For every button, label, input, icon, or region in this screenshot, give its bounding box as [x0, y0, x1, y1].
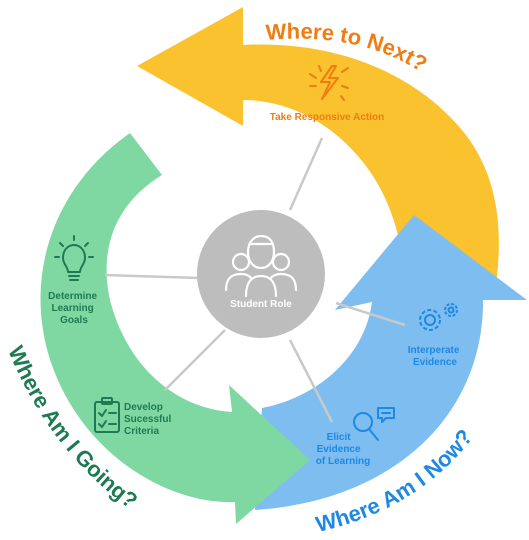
- spoke-interpret: [335, 301, 406, 327]
- spoke-goals: [104, 273, 201, 280]
- green-arrow-going: [40, 133, 311, 524]
- spokes: [104, 137, 406, 423]
- blue-arrow-now: [255, 215, 527, 510]
- magnifier-chat-icon: [353, 407, 395, 441]
- spoke-elicit: [288, 339, 334, 423]
- yellow-arrow-next: [137, 7, 499, 285]
- spoke-action: [288, 137, 324, 211]
- spoke-criteria: [164, 329, 226, 391]
- student-group-icon: [224, 234, 298, 298]
- center-circle: [197, 210, 325, 338]
- node-interpret-label: Interperate Evidence: [408, 345, 462, 368]
- center-label: Student Role: [230, 299, 292, 310]
- node-goals-label: Determine Learning Goals: [48, 291, 100, 326]
- node-elicit-label: Elicit Evidence of Learning: [316, 432, 370, 467]
- node-action-label: Take Responsive Action: [270, 112, 384, 123]
- checklist-icon: [94, 397, 120, 433]
- node-criteria-label: Develop Sucessful Criteria: [124, 402, 174, 437]
- lightning-bolt-icon: [309, 65, 349, 101]
- gears-icon: [419, 303, 458, 331]
- lightbulb-icon: [54, 235, 94, 281]
